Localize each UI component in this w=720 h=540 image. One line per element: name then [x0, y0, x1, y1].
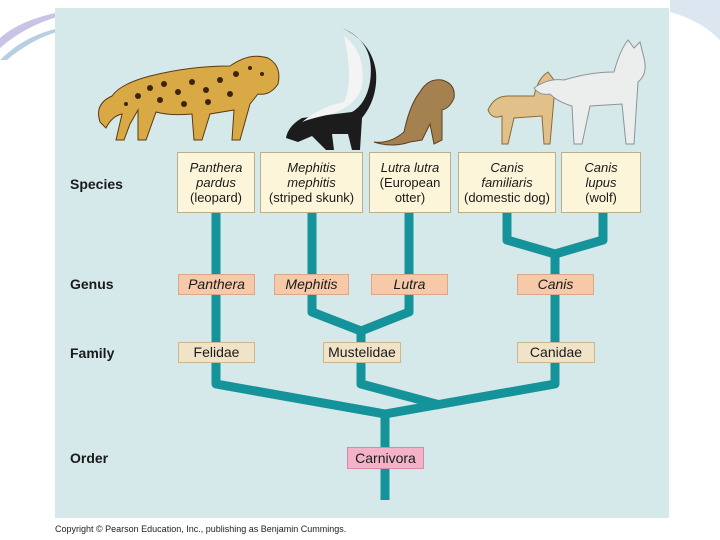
leopard-icon — [90, 44, 290, 144]
species-name-line: mephitis — [287, 175, 335, 190]
species-name-line: Canis — [490, 160, 523, 175]
species-striped-skunk: Mephitis mephitis (striped skunk) — [260, 152, 363, 213]
family-canidae: Canidae — [517, 342, 595, 363]
row-label-family: Family — [70, 345, 114, 361]
species-name-line: pardus — [196, 175, 236, 190]
row-label-species: Species — [70, 176, 123, 192]
species-common-name: (domestic dog) — [464, 190, 550, 205]
family-mustelidae: Mustelidae — [323, 342, 401, 363]
species-name-line: Panthera — [190, 160, 243, 175]
row-label-order: Order — [70, 450, 108, 466]
wolf-icon — [530, 38, 650, 148]
order-carnivora: Carnivora — [347, 447, 424, 469]
species-common-name: (wolf) — [585, 190, 617, 205]
genus-canis: Canis — [517, 274, 594, 295]
genus-panthera: Panthera — [178, 274, 255, 295]
species-domestic-dog: Canis familiaris (domestic dog) — [458, 152, 556, 213]
species-common-name: (striped skunk) — [269, 190, 354, 205]
species-common-name: (leopard) — [190, 190, 242, 205]
family-felidae: Felidae — [178, 342, 255, 363]
row-label-genus: Genus — [70, 276, 114, 292]
species-name-line: Lutra lutra — [381, 160, 440, 175]
species-european-otter: Lutra lutra (European otter) — [369, 152, 451, 213]
species-wolf: Canis lupus (wolf) — [561, 152, 641, 213]
species-name-line: Canis — [584, 160, 617, 175]
species-name-line: (European — [380, 175, 441, 190]
skunk-icon — [282, 22, 382, 152]
copyright-notice: Copyright © Pearson Education, Inc., pub… — [55, 524, 346, 534]
species-name-line: lupus — [585, 175, 616, 190]
species-name-line: Mephitis — [287, 160, 335, 175]
species-name-line: familiaris — [481, 175, 532, 190]
species-leopard: Panthera pardus (leopard) — [177, 152, 255, 213]
genus-lutra: Lutra — [371, 274, 448, 295]
otter-icon — [370, 74, 460, 148]
genus-mephitis: Mephitis — [274, 274, 349, 295]
species-common-name: otter) — [395, 190, 425, 205]
